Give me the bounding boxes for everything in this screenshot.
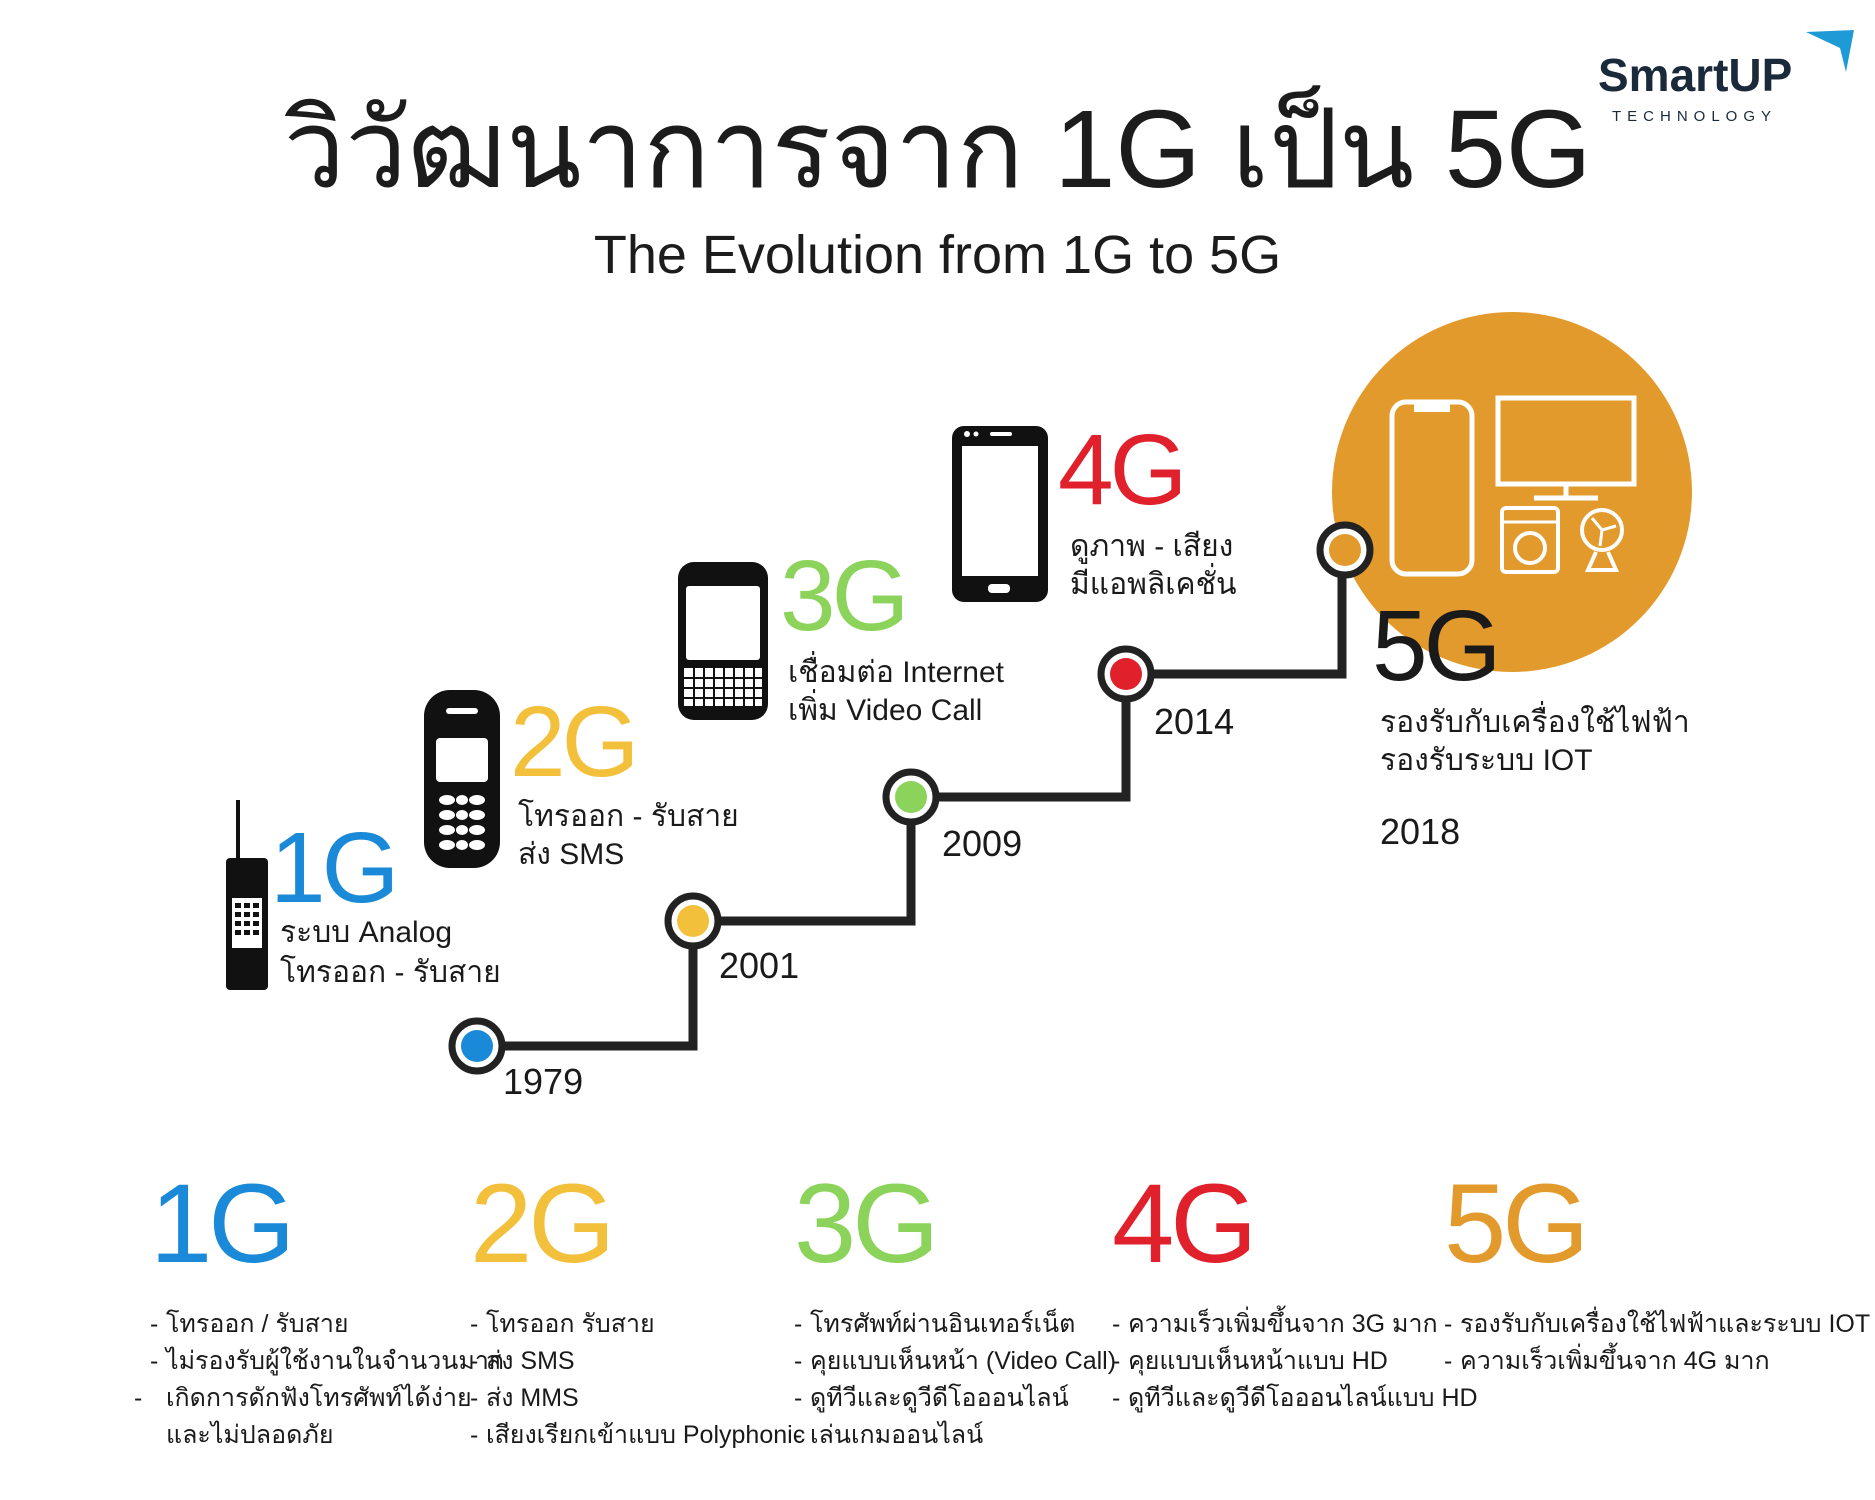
detail-item: -โทรศัพท์ผ่านอินเทอร์เน็ต bbox=[794, 1310, 1076, 1338]
detail-item: -ส่ง SMS bbox=[470, 1347, 575, 1375]
detail-heading-5g: 5G bbox=[1444, 1161, 1589, 1286]
timeline-year-2018: 2018 bbox=[1380, 811, 1461, 852]
timeline-desc-2g-line2: ส่ง SMS bbox=[518, 838, 625, 871]
detail-item: -ดูทีวีและดูวีดีโอออนไลน์แบบ HD bbox=[1112, 1384, 1478, 1412]
detail-item: -ส่ง MMS bbox=[470, 1384, 579, 1412]
detail-column-2g: 2G -โทรออก รับสาย -ส่ง SMS -ส่ง MMS -เสี… bbox=[470, 1168, 805, 1454]
timeline-year-2001: 2001 bbox=[719, 945, 800, 986]
detail-item: -ความเร็วเพิ่มขึ้นจาก 3G มาก bbox=[1112, 1310, 1438, 1338]
timeline-dot-3g bbox=[882, 768, 940, 826]
timeline-year-1979: 1979 bbox=[503, 1061, 584, 1102]
detail-column-1g: 1G -โทรออก / รับสาย -ไม่รองรับผู้ใช้งานใ… bbox=[134, 1161, 505, 1454]
detail-column-3g: 3G -โทรศัพท์ผ่านอินเทอร์เน็ต -คุยแบบเห็น… bbox=[794, 1168, 1116, 1454]
detail-item: -เล่นเกมออนไลน์ bbox=[794, 1421, 984, 1449]
iot-devices-icon bbox=[1389, 395, 1637, 577]
timeline-gen-2g: 2G bbox=[510, 686, 639, 798]
timeline-dot-5g bbox=[1316, 521, 1374, 579]
timeline-gen-5g: 5G bbox=[1372, 590, 1501, 702]
timeline-gen-1g: 1G bbox=[270, 812, 399, 924]
detail-item: -ไม่รองรับผู้ใช้งานในจำนวนมาก bbox=[150, 1347, 505, 1375]
timeline-desc-5g-line2: รองรับระบบ IOT bbox=[1380, 744, 1593, 777]
timeline-dot-1g bbox=[448, 1017, 506, 1075]
timeline-desc-1g-line1: ระบบ Analog bbox=[280, 916, 453, 949]
timeline-desc-2g-line1: โทรออก - รับสาย bbox=[518, 800, 739, 833]
detail-item: -รองรับกับเครื่องใช้ไฟฟ้าและระบบ IOT bbox=[1444, 1310, 1871, 1338]
timeline-desc-5g-line1: รองรับกับเครื่องใช้ไฟฟ้า bbox=[1380, 706, 1690, 739]
detail-item: -เกิดการดักฟังโทรศัพท์ได้ง่ายและไม่ปลอดภ… bbox=[134, 1384, 472, 1449]
timeline-gen-3g: 3G bbox=[780, 540, 909, 652]
timeline-desc-3g-line1: เชื่อมต่อ Internet bbox=[788, 656, 1004, 689]
timeline-desc-4g-line2: มีแอพลิเคชั่น bbox=[1070, 568, 1237, 601]
timeline-dot-2g bbox=[664, 892, 722, 950]
timeline-year-2009: 2009 bbox=[942, 823, 1023, 864]
brand-swoosh-icon bbox=[1806, 30, 1854, 72]
timeline-desc-3g-line2: เพิ่ม Video Call bbox=[788, 694, 983, 727]
qwerty-phone-icon bbox=[678, 562, 768, 720]
detail-item: -คุยแบบเห็นหน้า (Video Call) bbox=[794, 1347, 1117, 1375]
timeline-desc-4g-line1: ดูภาพ - เสียง bbox=[1070, 530, 1234, 563]
detail-item: -คุยแบบเห็นหน้าแบบ HD bbox=[1112, 1347, 1388, 1375]
keypad-phone-icon bbox=[424, 690, 500, 868]
page-title-thai: วิวัฒนาการจาก 1G เป็น 5G bbox=[283, 88, 1592, 211]
detail-item: -โทรออก / รับสาย bbox=[150, 1310, 349, 1338]
brand-name: SmartUP bbox=[1598, 49, 1793, 101]
page-title-english: The Evolution from 1G to 5G bbox=[593, 225, 1282, 285]
detail-heading-2g: 2G bbox=[470, 1161, 615, 1286]
detail-item: -ความเร็วเพิ่มขึ้นจาก 4G มาก bbox=[1444, 1347, 1770, 1375]
detail-column-5g: 5G -รองรับกับเครื่องใช้ไฟฟ้าและระบบ IOT … bbox=[1444, 1168, 1870, 1380]
timeline-desc-1g-line2: โทรออก - รับสาย bbox=[280, 956, 501, 989]
detail-column-4g: 4G -ความเร็วเพิ่มขึ้นจาก 3G มาก -คุยแบบเ… bbox=[1112, 1168, 1478, 1417]
timeline-year-2014: 2014 bbox=[1154, 701, 1235, 742]
detail-item: -เสียงเรียกเข้าแบบ Polyphonic bbox=[470, 1421, 806, 1449]
detail-heading-1g: 1G bbox=[150, 1161, 295, 1286]
detail-heading-3g: 3G bbox=[794, 1161, 939, 1286]
detail-item: -ดูทีวีและดูวีดีโอออนไลน์ bbox=[794, 1384, 1069, 1412]
brick-phone-icon bbox=[226, 800, 268, 990]
detail-heading-4g: 4G bbox=[1112, 1161, 1257, 1286]
brand-sub: TECHNOLOGY bbox=[1612, 108, 1778, 125]
detail-item: -โทรออก รับสาย bbox=[470, 1310, 655, 1338]
timeline-gen-4g: 4G bbox=[1058, 414, 1187, 526]
smartphone-icon bbox=[952, 426, 1048, 602]
timeline-dot-4g bbox=[1097, 645, 1155, 703]
